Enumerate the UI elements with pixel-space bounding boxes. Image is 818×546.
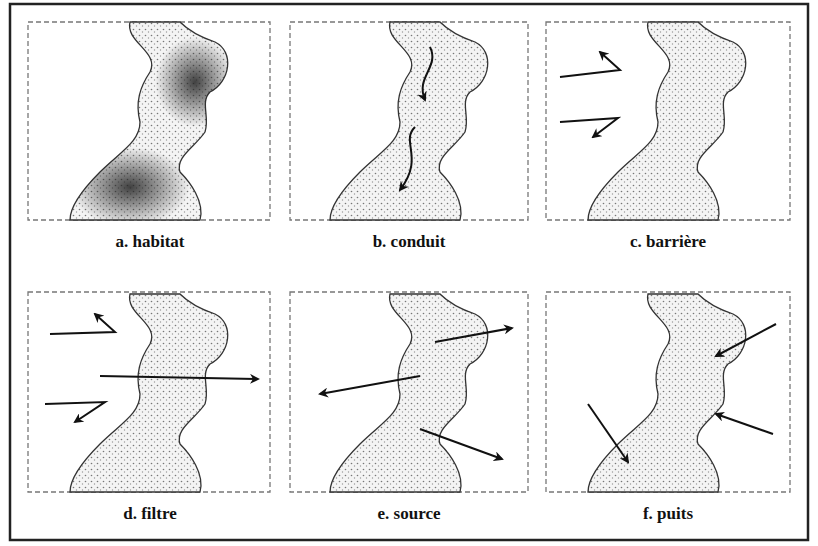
panel-caption: f. puits — [643, 504, 693, 524]
panel-caption: c. barrière — [630, 232, 706, 252]
panel-caption: a. habitat — [116, 232, 185, 252]
panel-caption: b. conduit — [373, 232, 446, 252]
panel-caption: e. source — [378, 504, 441, 524]
panel-caption: d. filtre — [123, 504, 177, 524]
